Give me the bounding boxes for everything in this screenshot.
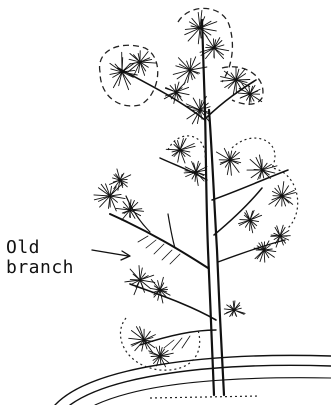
needle-stroke [139, 266, 140, 280]
needle-stroke [188, 28, 200, 41]
needle-stroke [269, 196, 282, 204]
label-line-1: Old [6, 238, 74, 258]
needle-stroke [236, 80, 250, 81]
needle-stroke [254, 170, 262, 171]
pot-rim [55, 355, 331, 405]
needle-stroke [130, 269, 140, 280]
needle-stroke [198, 28, 200, 44]
needle-stroke [120, 179, 127, 180]
old-branch-label: Old branch [6, 238, 74, 278]
pointer-arrow [92, 250, 130, 260]
foliage [94, 11, 296, 367]
needle-stroke [94, 195, 110, 196]
needle-stroke [160, 290, 168, 291]
old-branch [110, 196, 208, 268]
needle-stroke [160, 290, 170, 295]
label-line-2: branch [6, 258, 74, 278]
needle-stroke [159, 346, 160, 356]
branches [118, 68, 288, 345]
pruning-outlines [100, 8, 298, 370]
needle-stroke [140, 62, 156, 63]
